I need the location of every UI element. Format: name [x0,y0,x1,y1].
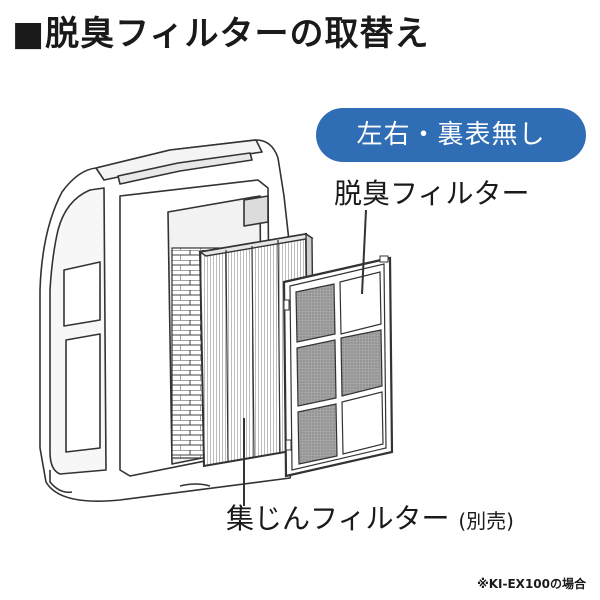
page-title: ■脱臭フィルターの取替え [12,14,430,54]
deodorizing-filter [282,255,394,478]
model-footnote: ※KI-EX100の場合 [477,577,586,591]
deodorizing-filter-leader [361,209,367,295]
deodorizing-filter-label: 脱臭フィルター [334,177,530,210]
dust-filter-label-sub: (別売) [458,509,514,533]
dust-filter-label: 集じんフィルター (別売) [226,497,514,537]
reversible-badge: 左右・裏表無し [316,108,586,162]
dust-filter-label-main: 集じんフィルター [226,502,450,535]
